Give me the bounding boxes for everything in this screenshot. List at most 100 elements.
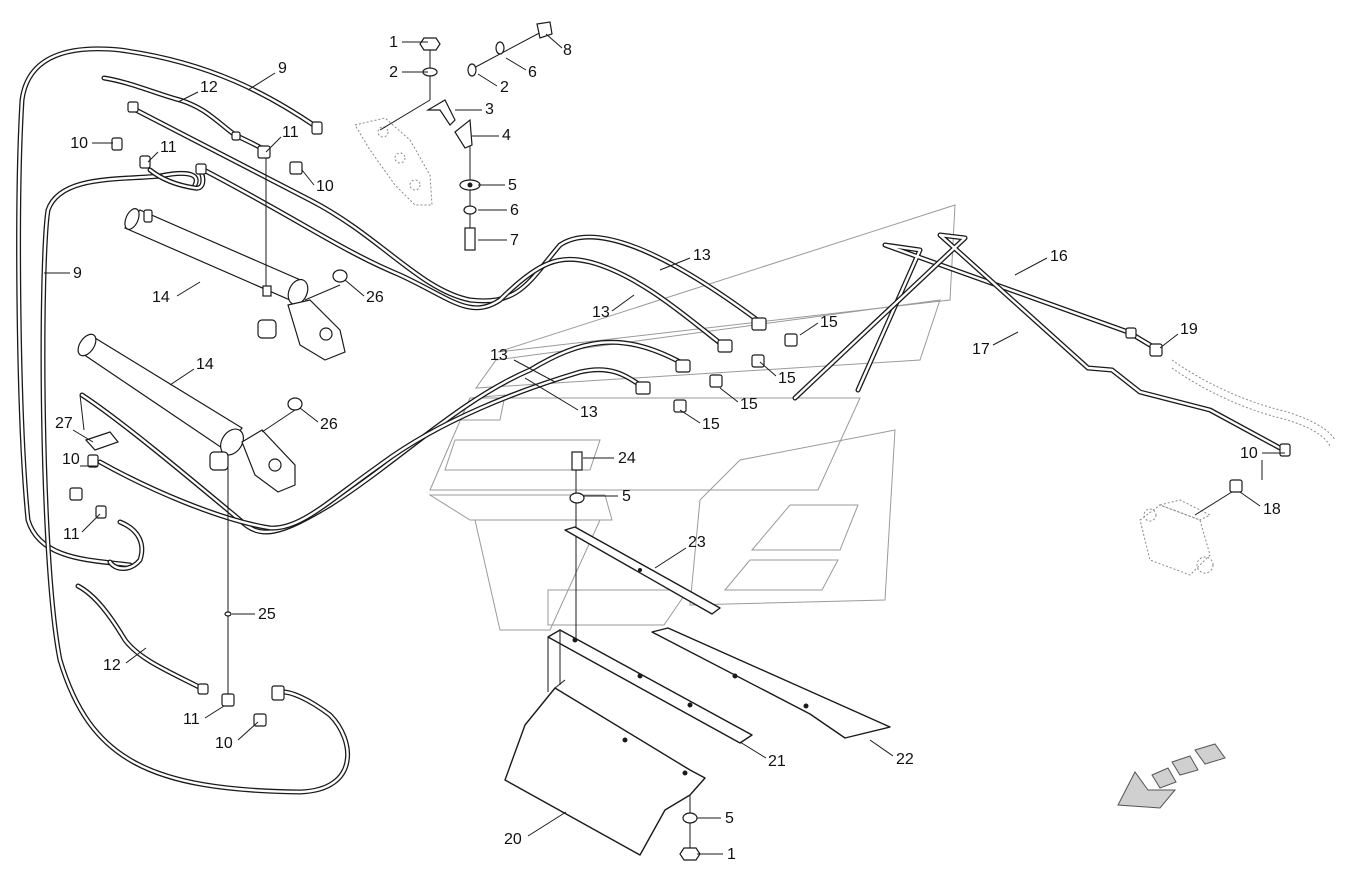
callout-leader-c10d [237,721,259,741]
pipes-13 [79,105,763,535]
callout-leader-c13a [659,257,691,271]
hose-9 [16,46,350,795]
callout-leader-c14a [176,281,201,297]
callout-label-c18: 18 [1263,501,1281,518]
callout-leader-c10b [301,169,315,186]
callout-label-c27: 27 [55,415,73,432]
fittings-10-11-15-18-19 [69,101,1291,727]
callout-label-c11d: 11 [183,711,200,728]
callout-label-c6a: 6 [528,64,537,81]
callout-leader-c17 [992,331,1019,346]
pipe-12-lower [75,583,208,693]
callout-label-c2a: 2 [389,64,398,81]
callout-leader-c15b [759,361,777,377]
pipe-12-upper [101,75,271,155]
callout-label-c9a: 9 [278,60,287,77]
cylinder-14-upper [124,208,346,361]
ghost-mount-plate [354,117,433,206]
callout-label-c14b: 14 [196,356,214,373]
ghost-hose [1171,359,1336,447]
callout-label-c15d: 15 [702,416,720,433]
callout-leader-c16 [1014,257,1048,276]
callout-label-c21: 21 [768,753,786,770]
callout-label-c26b: 26 [320,416,338,433]
callout-label-c1b: 1 [727,846,736,863]
callout-leader-c21 [739,741,767,759]
callout-label-c12a: 12 [200,79,218,96]
plate-22 [651,627,891,739]
callout-label-c25: 25 [258,606,276,623]
callout-label-c24: 24 [618,450,636,467]
callout-label-c8: 8 [563,42,572,59]
callout-label-c17: 17 [972,341,990,358]
callout-leader-c13b [611,294,635,312]
callout-label-c15a: 15 [820,314,838,331]
callout-leader-c11c [81,513,101,533]
plate-23 [564,526,721,615]
plate-21 [547,629,753,744]
callout-leader-c13d [524,377,579,411]
callout-leader-c20 [527,811,567,837]
assembly-lines [227,29,1263,855]
watermark-logo [428,204,956,631]
callout-leader-c13c [513,359,556,383]
callout-label-c13d: 13 [580,404,598,421]
callout-label-c11b: 11 [160,139,177,156]
callout-leader-c15d [679,409,701,424]
callout-label-c10c: 10 [62,451,80,468]
callout-label-c19: 19 [1180,321,1198,338]
callout-leader-c12a [177,91,199,103]
callout-label-c26a: 26 [366,289,384,306]
callout-leader-c23 [654,547,687,569]
callout-label-c15c: 15 [740,396,758,413]
hardware-bolts-nuts [143,21,701,861]
direction-arrow-icon [1117,743,1226,809]
pipes-16-17 [792,232,1283,451]
callout-leader-c22 [869,739,894,757]
callout-label-c11c: 11 [63,526,80,543]
callout-label-c13b: 13 [592,304,610,321]
callout-label-c22: 22 [896,751,914,768]
callout-label-c10e: 10 [1240,445,1258,462]
callout-label-c20: 20 [504,831,522,848]
callout-label-c4: 4 [502,127,511,144]
callout-label-c3: 3 [485,101,494,118]
bracket-27 [79,394,119,451]
callout-label-c12b: 12 [103,657,121,674]
callout-leader-c11b [147,151,159,163]
callout-label-c7: 7 [510,232,519,249]
callout-leader-c6a [505,57,527,71]
callout-leader-c26b [299,407,319,423]
callout-label-c11a: 11 [282,124,299,141]
callout-leader-c18 [1239,491,1261,507]
ghost-valve-block [1139,499,1214,576]
callout-label-c23: 23 [688,534,706,551]
callout-leader-c27 [72,429,94,443]
callout-label-c16: 16 [1050,248,1068,265]
callout-label-c1a: 1 [389,34,398,51]
callout-label-c5b: 5 [622,488,631,505]
callout-label-c6b: 6 [510,202,519,219]
cylinder-14-lower [77,333,296,493]
callout-leader-c11a [265,136,282,153]
callout-leader-c15c [719,387,739,403]
callout-label-c14a: 14 [152,289,170,306]
callout-label-c10b: 10 [316,178,334,195]
callout-leader-c19 [1159,333,1179,349]
callout-label-c5c: 5 [725,810,734,827]
callout-leader-c15a [799,322,819,336]
callout-label-c10d: 10 [215,735,233,752]
callout-label-c13c: 13 [490,347,508,364]
callout-label-c2b: 2 [500,79,509,96]
callout-leader-c12b [125,647,147,664]
callout-leader-c26a [344,279,365,297]
plate-20 [504,679,706,856]
callout-leader-c2b [477,73,498,87]
callout-label-c9b: 9 [73,265,82,282]
callout-leader-c14b [169,368,195,386]
callout-label-c5a: 5 [508,177,517,194]
callout-label-c15b: 15 [778,370,796,387]
